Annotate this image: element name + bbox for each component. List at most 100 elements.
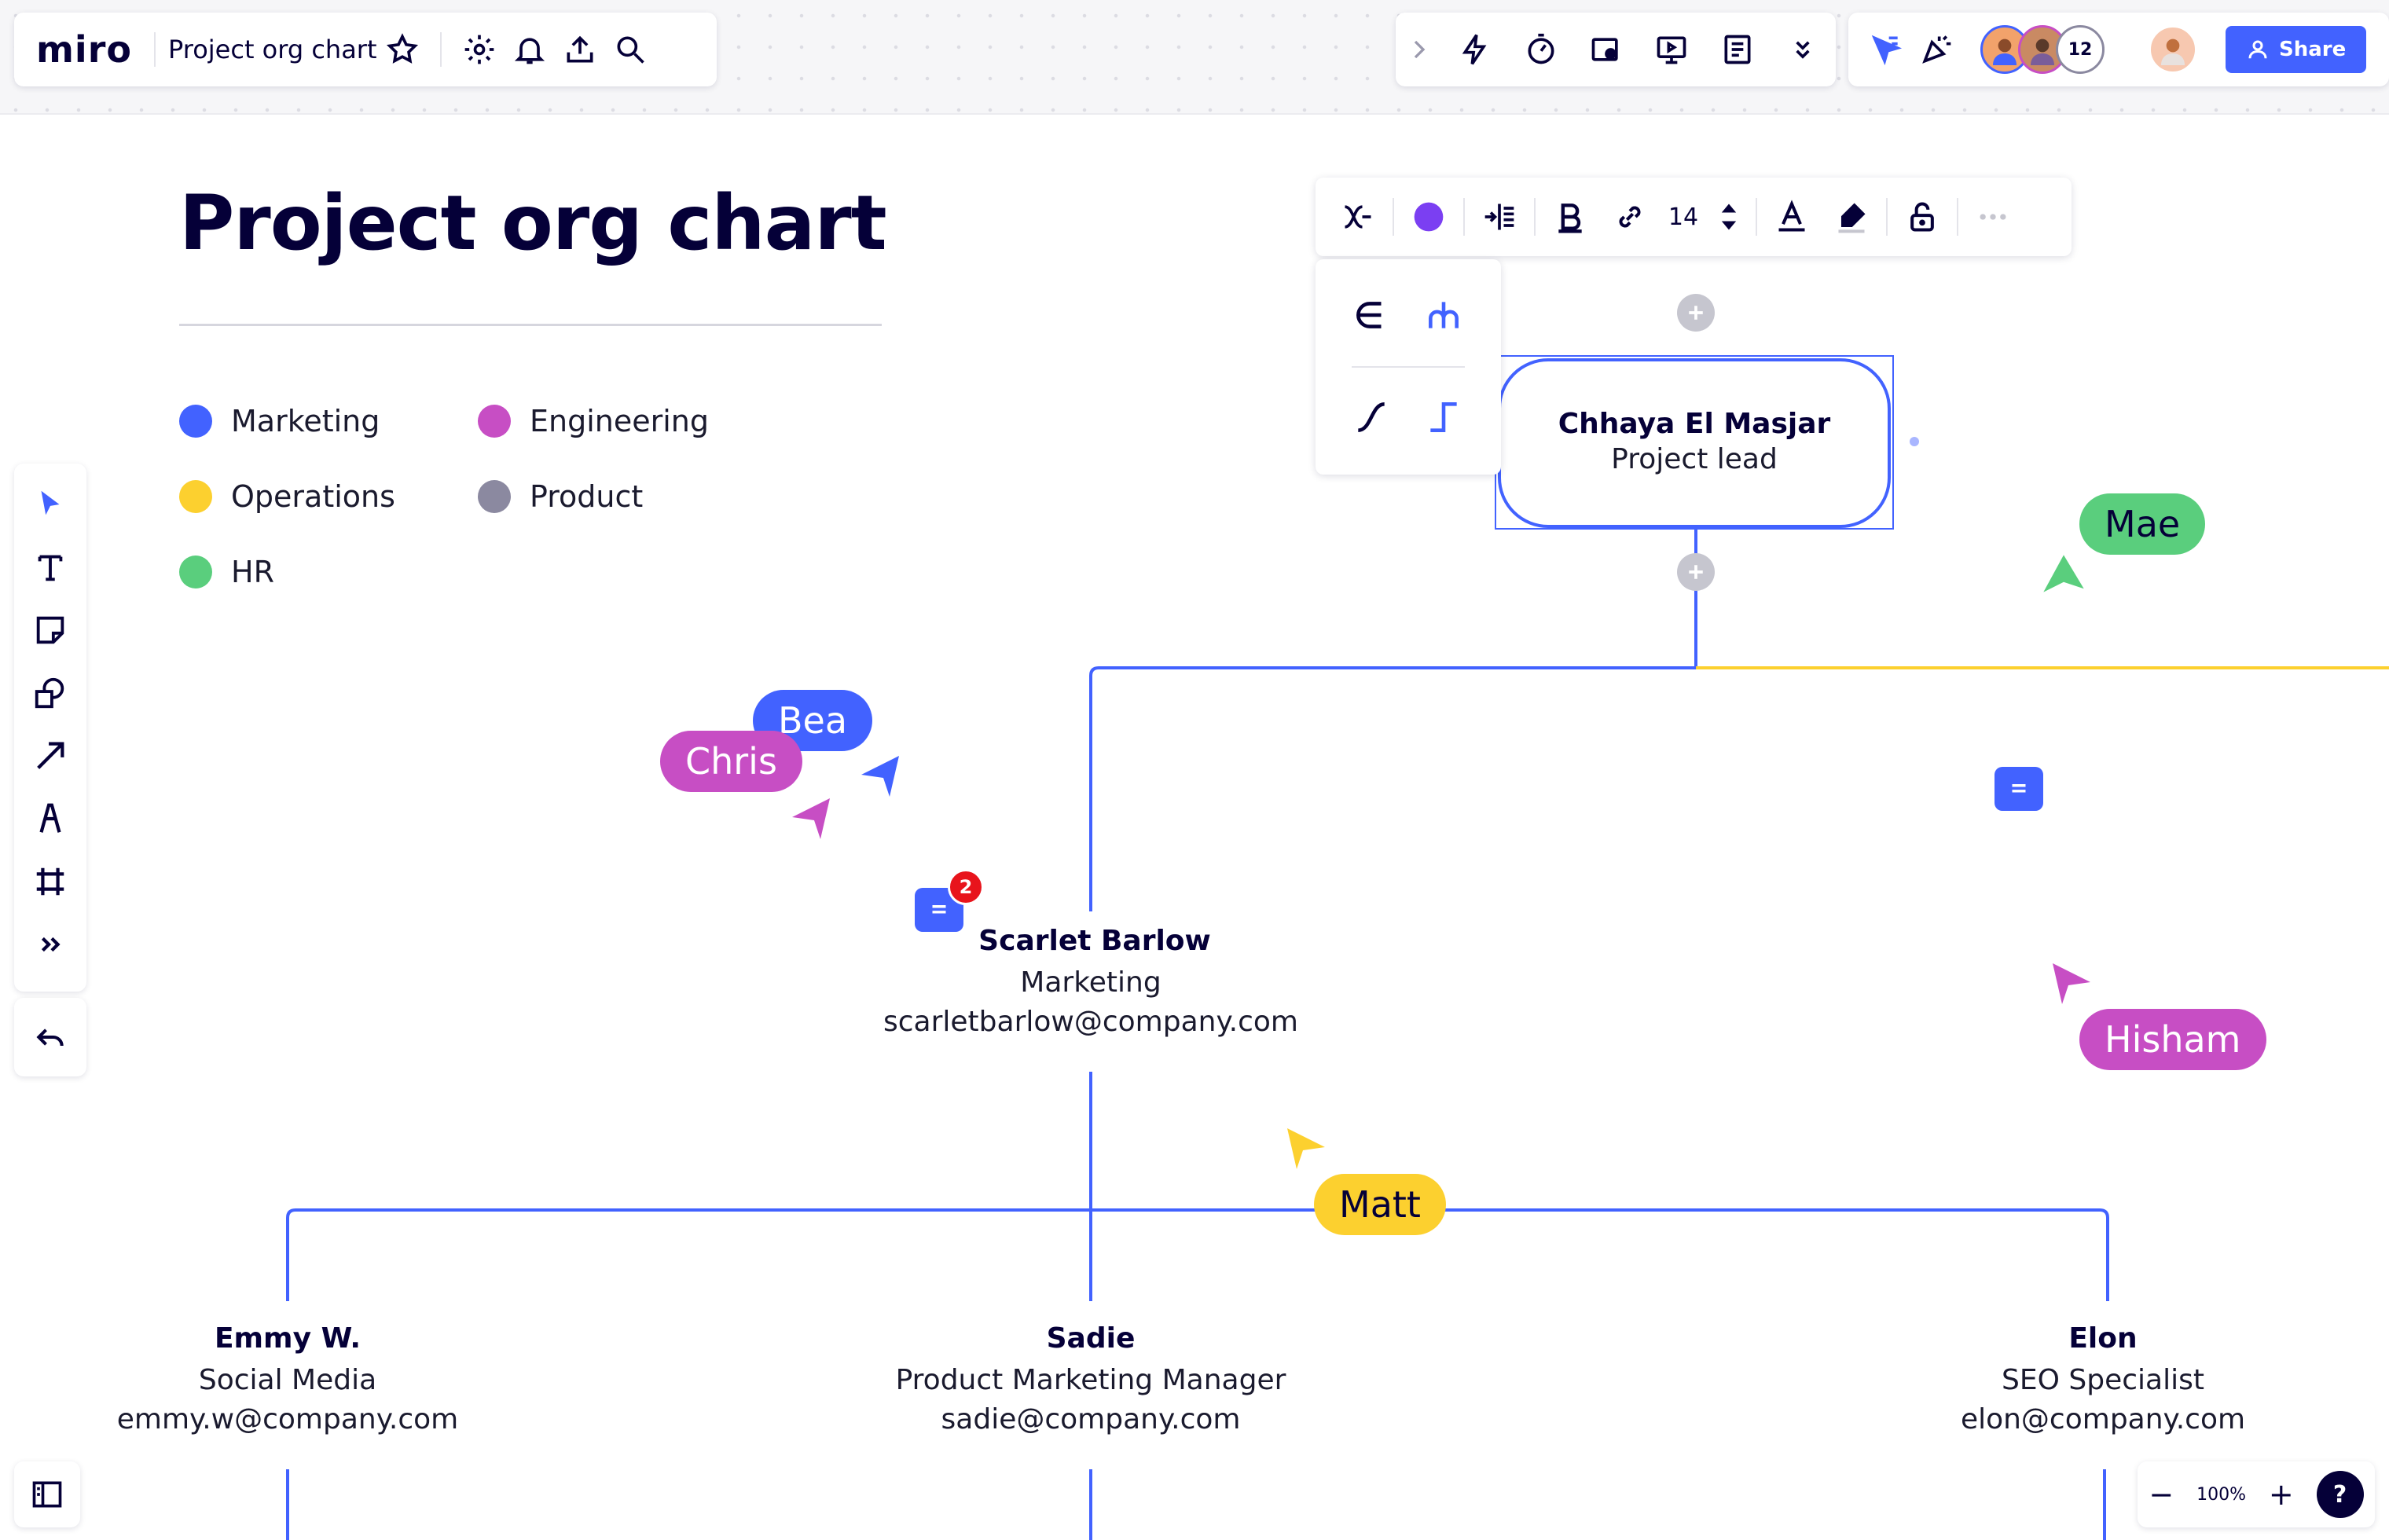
hisham-cursor-icon	[2053, 963, 2090, 1004]
arrow-branch-icon[interactable]	[1424, 295, 1463, 338]
legend-label: Operations	[231, 479, 395, 514]
context-toolbar: 14	[1316, 178, 2072, 256]
text-color-icon[interactable]	[1762, 187, 1822, 247]
highlight-icon[interactable]	[1822, 187, 1881, 247]
legend-dot	[179, 405, 212, 438]
connector-lead-to-scarlet[interactable]	[1089, 666, 1696, 911]
arrow-tool-icon[interactable]	[19, 724, 82, 787]
org-node-scarlet[interactable]: Scarlet Barlow Marketing scarletbarlow@c…	[871, 919, 1311, 1042]
legend-label: Engineering	[530, 404, 709, 438]
legend-dot	[478, 480, 511, 513]
timer-icon[interactable]	[1516, 24, 1566, 75]
arrow-start-icon[interactable]	[1352, 295, 1391, 338]
node-name: Elon	[2068, 1322, 2138, 1355]
zoom-in-button[interactable]: +	[2268, 1477, 2294, 1512]
notes-icon[interactable]	[1712, 24, 1763, 75]
star-icon[interactable]	[377, 24, 428, 75]
cursor-follow-icon[interactable]	[1861, 24, 1911, 75]
connector-style-icon[interactable]	[1328, 187, 1388, 247]
elbow-line-icon[interactable]	[1424, 398, 1463, 440]
divider	[439, 32, 442, 67]
search-icon[interactable]	[605, 24, 655, 75]
org-node-sadie[interactable]: Sadie Product Marketing Manager sadie@co…	[871, 1317, 1311, 1439]
more-options-icon[interactable]	[1963, 187, 2023, 247]
cursor-label-matt: Matt	[1314, 1174, 1446, 1235]
legend-item-product[interactable]: Product	[478, 479, 643, 514]
presentation-icon[interactable]	[1646, 24, 1697, 75]
legend-dot	[478, 405, 511, 438]
lock-icon[interactable]	[1892, 187, 1952, 247]
node-name: Chhaya El Masjar	[1558, 407, 1831, 440]
zoom-controls: − 100% + ?	[2138, 1461, 2375, 1527]
bold-icon[interactable]	[1540, 187, 1600, 247]
select-tool-icon[interactable]	[19, 473, 82, 536]
title-divider	[179, 324, 882, 326]
upload-icon[interactable]	[555, 24, 605, 75]
legend-item-marketing[interactable]: Marketing	[179, 404, 380, 438]
matt-cursor-icon	[1287, 1128, 1325, 1169]
comment-icon[interactable]	[1995, 767, 2043, 811]
node-department: Marketing	[1020, 966, 1161, 999]
cursor-label-hisham: Hisham	[2079, 1009, 2266, 1070]
collaboration-panel: 12 Share	[1848, 13, 2389, 86]
cursor-label-mae: Mae	[2079, 493, 2206, 555]
lightning-icon[interactable]	[1450, 24, 1500, 75]
font-size-stepper-icon[interactable]	[1707, 187, 1751, 247]
chevron-double-down-icon[interactable]	[1778, 24, 1828, 75]
link-icon[interactable]	[1600, 187, 1660, 247]
legend-dot	[179, 480, 212, 513]
video-chat-icon[interactable]	[1581, 24, 1631, 75]
divider	[154, 32, 156, 67]
node-email: sadie@company.com	[941, 1403, 1241, 1436]
chevron-right-icon[interactable]	[1404, 24, 1435, 75]
undo-button[interactable]	[14, 998, 86, 1076]
current-user-avatar[interactable]	[2149, 25, 2197, 74]
org-node-lead[interactable]: Chhaya El Masjar Project lead	[1498, 358, 1891, 528]
connector-type-popover	[1316, 259, 1501, 475]
node-name: Sadie	[1046, 1322, 1136, 1355]
sticky-note-icon[interactable]	[19, 599, 82, 662]
mae-cursor-icon	[2043, 555, 2084, 592]
more-tools-icon[interactable]	[19, 913, 82, 976]
add-node-top-icon[interactable]	[1677, 294, 1715, 332]
bell-icon[interactable]	[505, 24, 555, 75]
zoom-out-button[interactable]: −	[2149, 1477, 2174, 1512]
share-button[interactable]: Share	[2226, 26, 2367, 73]
board-heading[interactable]: Project org chart	[179, 179, 887, 267]
fill-color-swatch[interactable]	[1399, 187, 1459, 247]
collaborator-avatars[interactable]: 12	[1980, 25, 2105, 74]
legend-item-hr[interactable]: HR	[179, 555, 274, 589]
org-node-elon[interactable]: Elon SEO Specialist elon@company.com	[1914, 1317, 2292, 1439]
text-tool-icon[interactable]	[19, 536, 82, 599]
frame-tool-icon[interactable]	[19, 850, 82, 913]
align-icon[interactable]	[1470, 187, 1529, 247]
miro-logo[interactable]: miro	[36, 28, 132, 71]
connector-team-bar[interactable]	[286, 1208, 2109, 1301]
node-name: Emmy W.	[214, 1322, 361, 1355]
font-size-value[interactable]: 14	[1668, 203, 1699, 231]
board-name[interactable]: Project org chart	[168, 35, 377, 64]
org-node-emmy[interactable]: Emmy W. Social Media emmy.w@company.com	[99, 1317, 476, 1439]
shapes-tool-icon[interactable]	[19, 662, 82, 724]
zoom-level[interactable]: 100%	[2196, 1484, 2247, 1505]
legend-item-engineering[interactable]: Engineering	[478, 404, 709, 438]
curved-line-icon[interactable]	[1352, 398, 1391, 440]
node-role: Social Media	[198, 1364, 377, 1396]
cursor-label-chris: Chris	[660, 731, 802, 792]
connection-point[interactable]	[1910, 437, 1919, 446]
legend-item-operations[interactable]: Operations	[179, 479, 395, 514]
add-node-bottom-icon[interactable]	[1677, 553, 1715, 591]
sidebar-panel-icon	[32, 1481, 62, 1508]
help-button[interactable]: ?	[2316, 1471, 2364, 1518]
gear-icon[interactable]	[454, 24, 505, 75]
node-email: scarletbarlow@company.com	[883, 1006, 1298, 1038]
celebration-icon[interactable]	[1911, 24, 1961, 75]
node-email: elon@company.com	[1960, 1403, 2246, 1436]
node-role: Project lead	[1611, 442, 1778, 475]
pen-tool-icon[interactable]	[19, 787, 82, 850]
collaborator-count[interactable]: 12	[2056, 25, 2105, 74]
frames-panel-button[interactable]	[14, 1461, 80, 1527]
legend-label: Marketing	[231, 404, 380, 438]
node-email: emmy.w@company.com	[116, 1403, 459, 1436]
